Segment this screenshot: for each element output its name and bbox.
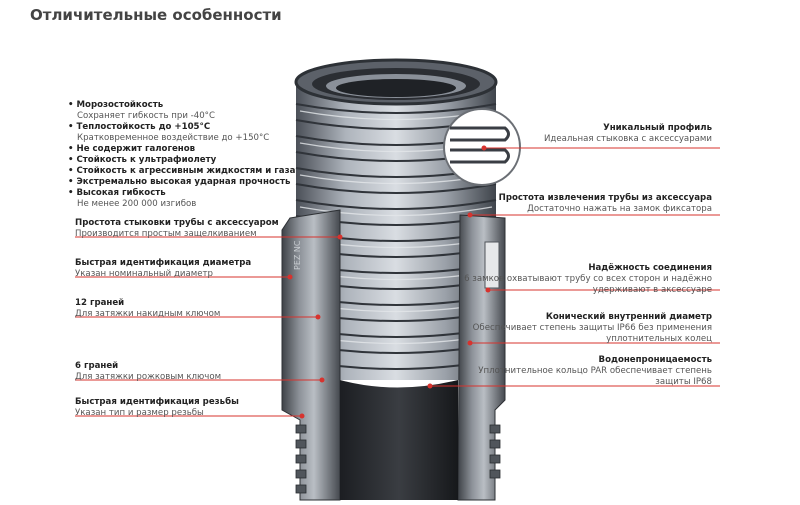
feature-item: Стойкость к агрессивным жидкостям и газа… (68, 166, 338, 177)
callout-thread-id: Быстрая идентификация резьбы Указан тип … (75, 397, 239, 418)
leader-lines (75, 147, 720, 417)
latch-window (484, 241, 500, 289)
page-title: Отличительные особенности (30, 6, 282, 24)
callout-diameter-id: Быстрая идентификация диаметра Указан но… (75, 258, 252, 279)
callout-unique-profile: Уникальный профиль Идеальная стыковка с … (543, 123, 712, 144)
fitting-marking: PEZ NC (293, 240, 302, 270)
callout-pipe-removal: Простота извлечения трубы из аксессуара … (498, 193, 712, 214)
callout-waterproof: Водонепроницаемость Уплотнительное кольц… (478, 355, 712, 387)
callout-6-facets: 6 граней Для затяжки рожковым ключом (75, 361, 222, 382)
feature-list: Морозостойкость Сохраняет гибкость при -… (68, 100, 338, 210)
feature-item: Морозостойкость Сохраняет гибкость при -… (68, 100, 338, 122)
fitting-left (281, 209, 341, 501)
callout-connection: Простота стыковки трубы с аксессуаром Пр… (75, 218, 279, 239)
feature-item: Не содержит галогенов (68, 144, 338, 155)
thread-teeth (295, 424, 501, 494)
callout-12-facets: 12 граней Для затяжки накидным ключом (75, 298, 221, 319)
callout-conical-diameter: Конический внутренний диаметр Обеспечива… (472, 312, 712, 344)
feature-item: Стойкость к ультрафиолету (68, 155, 338, 166)
feature-item: Экстремально высокая ударная прочность (68, 177, 338, 188)
inner-sleeve (340, 380, 458, 500)
profile-detail (450, 126, 510, 164)
leader-dots (287, 145, 491, 419)
feature-item: Теплостойкость до +105°C Кратковременное… (68, 122, 338, 144)
feature-item: Высокая гибкость Не менее 200 000 изгибо… (68, 188, 338, 210)
callout-reliability: Надёжность соединения 6 замков охватываю… (464, 263, 712, 295)
